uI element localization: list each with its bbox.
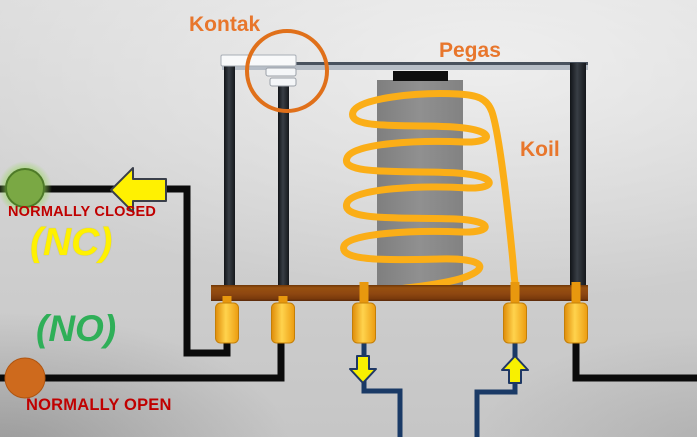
core-cap [393,71,448,81]
normally-closed-label: NORMALLY CLOSED [8,204,157,220]
contact-arm [220,54,297,67]
contact-point-upper [265,67,297,77]
relay-base [211,285,588,301]
spring-bar [222,62,588,70]
no-wire [0,335,285,382]
left-arrow-icon [110,167,167,213]
frame-right-bar [570,63,586,285]
kontak-label: Kontak [189,13,261,36]
common-terminal-wire [572,335,697,382]
no-terminal [4,357,46,399]
pin-nc [215,302,239,344]
pin-coil-left [352,302,376,344]
koil-label: Koil [520,138,560,161]
nc-terminal [5,168,45,208]
iron-core [377,80,463,286]
spring-bar-edge [222,62,588,65]
nc-abbrev-label: (NC) [30,221,113,264]
contact-point-lower [269,77,297,87]
no-abbrev-label: (NO) [36,308,117,349]
coil-supply-wire-right [474,335,518,437]
pin-neck-no [278,296,288,306]
pin-coil-right [503,302,527,344]
coil-winding [340,90,520,296]
highlight-ring-icon [245,29,329,113]
pin-no [271,302,295,344]
pin-neck-coil-right [510,282,520,305]
pin-neck-common [571,282,581,305]
contact-post-left [224,60,235,298]
pin-neck-coil-left [359,282,369,305]
pin-neck-nc [222,296,232,306]
coil-supply-wire-left [361,335,403,437]
down-arrow-icon [349,355,377,384]
pegas-label: Pegas [439,39,501,62]
up-arrow-icon [501,355,529,384]
contact-post-mid [278,85,289,298]
pin-common [564,302,588,344]
normally-open-label: NORMALLY OPEN [26,396,172,414]
